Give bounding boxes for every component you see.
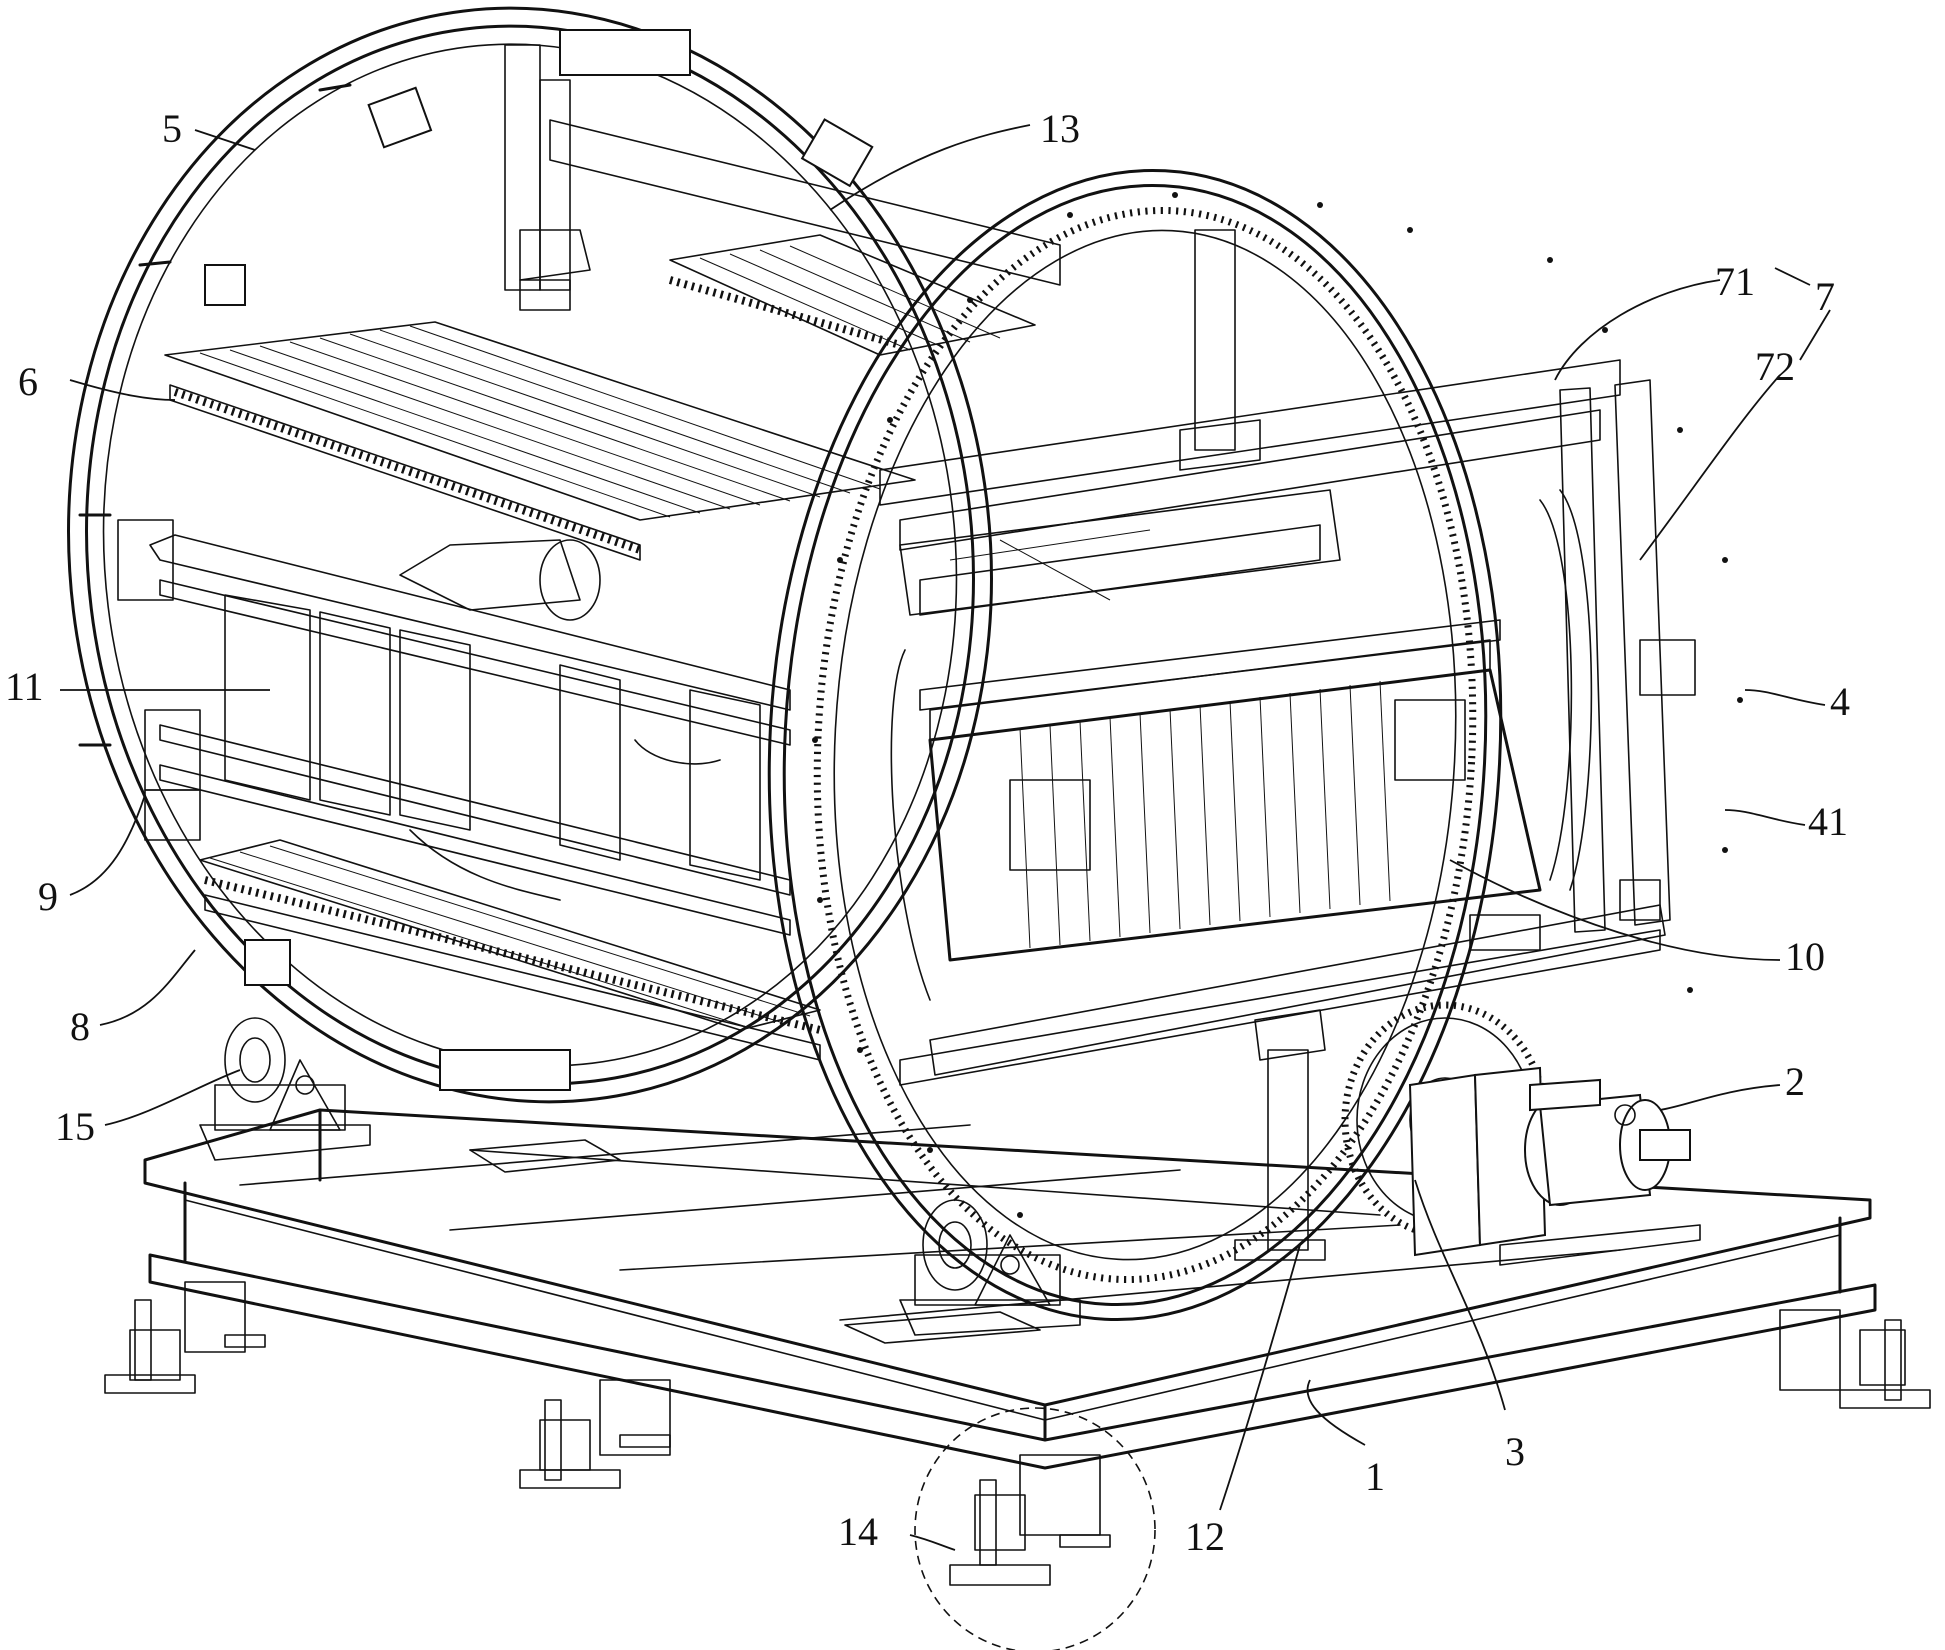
reference-labels: 5 6 11 9 8 15 13 71 7 72 4 41 10 2 3 1 1… xyxy=(5,106,1850,1559)
bottom-clamp-frame xyxy=(899,879,1666,1086)
label-6: 6 xyxy=(18,359,38,404)
label-5: 5 xyxy=(162,106,182,151)
label-14: 14 xyxy=(838,1509,878,1554)
label-7: 7 xyxy=(1815,274,1835,319)
side-rails xyxy=(117,519,791,936)
label-3: 3 xyxy=(1505,1429,1525,1474)
upright-72 xyxy=(1614,379,1671,926)
label-11: 11 xyxy=(5,664,44,709)
front-ring-4 xyxy=(767,168,1743,1322)
battery-pack-10 xyxy=(890,489,1593,1001)
label-12: 12 xyxy=(1185,1514,1225,1559)
label-1: 1 xyxy=(1365,1454,1385,1499)
rear-ring-5 xyxy=(67,6,993,1104)
side-panel-11 xyxy=(224,594,311,801)
leader-lines xyxy=(59,124,1831,1551)
ring-gear-41 xyxy=(813,206,1477,1284)
rear-frame-13 xyxy=(504,44,1061,311)
crossbeam-71 xyxy=(879,359,1621,506)
foot-mid xyxy=(519,1379,671,1489)
label-10: 10 xyxy=(1785,934,1825,979)
label-15: 15 xyxy=(55,1104,95,1149)
servo-motor-2 xyxy=(1499,1078,1701,1266)
leveling-feet xyxy=(104,1281,1931,1650)
detail-circle-14 xyxy=(914,1407,1156,1650)
label-2: 2 xyxy=(1785,1059,1805,1104)
label-71: 71 xyxy=(1715,259,1755,304)
foot-front xyxy=(949,1454,1111,1586)
foot-right xyxy=(1779,1309,1931,1409)
center-post-12 xyxy=(1234,1009,1326,1261)
label-72: 72 xyxy=(1755,344,1795,389)
foot-left xyxy=(104,1281,266,1394)
label-4: 4 xyxy=(1830,679,1850,724)
front-frame-7 xyxy=(879,229,1696,933)
label-13: 13 xyxy=(1040,106,1080,151)
base-frame xyxy=(143,1108,1877,1470)
label-41: 41 xyxy=(1808,799,1848,844)
support-roller-front xyxy=(899,1199,1081,1336)
support-roller-15 xyxy=(199,1017,371,1161)
label-8: 8 xyxy=(70,1004,90,1049)
roller-conveyor-6 xyxy=(164,234,1036,561)
label-9: 9 xyxy=(38,874,58,919)
